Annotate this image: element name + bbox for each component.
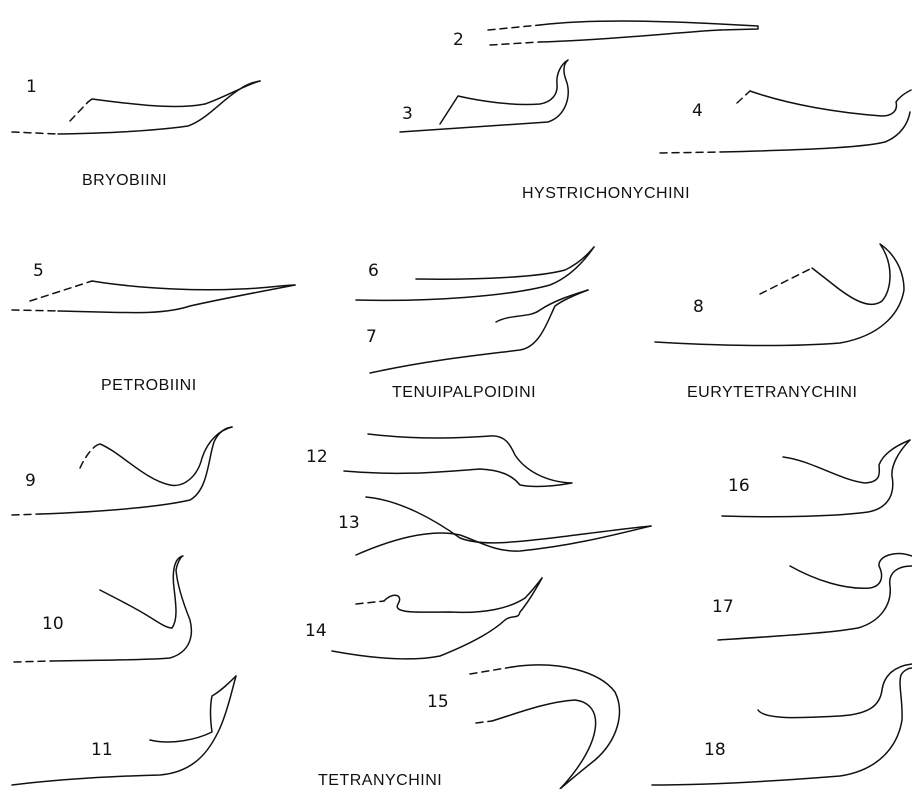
aedeagus-outline-11 [12, 676, 236, 785]
figure-number-17: 17 [712, 597, 734, 617]
figure-number-3: 3 [402, 104, 413, 124]
aedeagus-outline-12 [344, 434, 572, 486]
figure-number-6: 6 [368, 261, 379, 281]
aedeagus-outline-15 [470, 665, 619, 789]
figure-number-5: 5 [33, 261, 44, 281]
tribe-label-eurytetranychini: EURYTETRANYCHINI [687, 384, 857, 401]
figure-number-4: 4 [692, 101, 703, 121]
aedeagus-outline-17 [718, 554, 912, 640]
aedeagus-outline-13 [356, 497, 651, 555]
figure-number-10: 10 [42, 614, 64, 634]
figure-number-14: 14 [305, 621, 327, 641]
figure-number-8: 8 [693, 297, 704, 317]
aedeagus-outline-7 [370, 290, 588, 373]
aedeagus-outline-18 [652, 664, 912, 785]
tribe-label-petrobiini: PETROBIINI [101, 377, 197, 394]
aedeagus-outline-14 [332, 578, 542, 659]
aedeagus-outline-10 [14, 556, 191, 662]
tribe-label-bryobiini: BRYOBIINI [82, 172, 167, 189]
figure-number-7: 7 [366, 327, 377, 347]
tribe-label-hystrichonychini: HYSTRICHONYCHINI [522, 185, 690, 202]
figure-number-11: 11 [91, 740, 113, 760]
figure-number-9: 9 [25, 471, 36, 491]
aedeagus-outline-9 [12, 427, 232, 515]
aedeagus-outline-2 [488, 21, 758, 45]
aedeagus-outline-1 [12, 81, 260, 134]
figure-number-12: 12 [306, 447, 328, 467]
figure-number-15: 15 [427, 692, 449, 712]
tribe-label-tenuipalpoidini: TENUIPALPOIDINI [392, 384, 536, 401]
aedeagus-outline-5 [12, 281, 295, 313]
figure-number-13: 13 [338, 513, 360, 533]
figure-number-16: 16 [728, 476, 750, 496]
figure-number-18: 18 [704, 740, 726, 760]
aedeagus-outline-8 [655, 244, 904, 346]
aedeagus-outline-6 [356, 247, 594, 300]
figure-number-1: 1 [26, 77, 37, 97]
aedeagus-outline-4 [660, 90, 911, 153]
aedeagus-outline-16 [722, 440, 910, 517]
aedeagus-outline-3 [400, 60, 568, 132]
tribe-label-tetranychini: TETRANYCHINI [318, 772, 442, 789]
figure-number-2: 2 [453, 30, 464, 50]
